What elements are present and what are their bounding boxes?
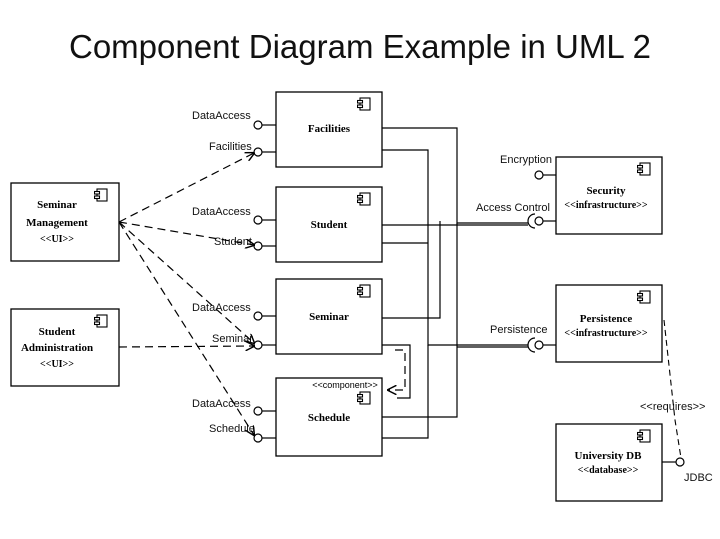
connector-facilities-security	[382, 127, 528, 224]
interface-access-control-ball	[534, 216, 544, 226]
interface-label: DataAccess	[192, 110, 251, 122]
component-stereotype: <<component>>	[312, 380, 378, 390]
component-name: Student	[311, 219, 348, 231]
component-name: Seminar	[309, 311, 349, 323]
connector-schedule-persistence	[382, 345, 429, 439]
component-student: Student	[275, 186, 383, 263]
interface-label: Encryption	[500, 154, 552, 166]
component-name-line1: Seminar	[37, 199, 77, 211]
component-university-db: University DB <<database>>	[555, 423, 663, 502]
interface-schedule-ball	[253, 433, 263, 443]
access-control-socket	[527, 213, 536, 229]
interface-label: Seminar	[212, 333, 253, 345]
interface-label: DataAccess	[192, 302, 251, 314]
component-name: Security	[586, 185, 626, 197]
component-student-administration: Student Administration <<UI>>	[10, 308, 120, 387]
connector-seminar-persistence	[382, 344, 411, 399]
dependency-management-seminar	[118, 221, 254, 343]
interface-persistence-ball	[534, 340, 544, 350]
component-name: Persistence	[580, 313, 633, 325]
dependency-schedule-seminar	[388, 349, 406, 390]
requires-label: <<requires>>	[640, 401, 705, 413]
component-schedule: <<component>> Schedule	[275, 377, 383, 457]
interface-label: Persistence	[490, 324, 547, 336]
component-stereotype: <<UI>>	[40, 234, 74, 245]
component-persistence: Persistence <<infrastructure>>	[555, 284, 663, 363]
interface-facilities-ball	[253, 147, 263, 157]
interface-dataaccess-ball	[253, 406, 263, 416]
component-seminar: Seminar	[275, 278, 383, 355]
component-name: Schedule	[308, 412, 350, 424]
page-title: Component Diagram Example in UML 2	[68, 28, 652, 65]
component-security: Security <<infrastructure>>	[555, 156, 663, 235]
interface-dataaccess-ball	[253, 215, 263, 225]
component-seminar-management: Seminar Management <<UI>>	[10, 182, 120, 262]
component-facilities: Facilities	[275, 91, 383, 168]
persistence-socket	[527, 337, 536, 353]
connector-facilities-persistence	[382, 149, 528, 346]
interface-dataaccess-ball	[253, 311, 263, 321]
interface-label: DataAccess	[192, 398, 251, 410]
dependency-management-schedule	[118, 221, 254, 435]
component-name-line2: Administration	[21, 342, 93, 354]
interface-label: JDBC	[684, 472, 713, 484]
component-stereotype: <<database>>	[578, 465, 639, 476]
connector-schedule-security	[382, 223, 458, 418]
interface-jdbc-ball	[675, 457, 685, 467]
component-stereotype: <<UI>>	[40, 359, 74, 370]
dependency-management-student	[118, 221, 254, 245]
interface-label: Schedule	[209, 423, 255, 435]
component-stereotype: <<infrastructure>>	[564, 200, 647, 211]
component-name: Facilities	[308, 123, 351, 135]
interface-label: Facilities	[209, 141, 252, 153]
interface-seminar-ball	[253, 340, 263, 350]
interface-student-ball	[253, 241, 263, 251]
dependency-persistence-jdbc	[663, 319, 682, 459]
component-name: University DB	[575, 450, 643, 462]
connector-seminar-security	[382, 221, 441, 319]
interface-label: DataAccess	[192, 206, 251, 218]
component-name-line1: Student	[39, 326, 76, 338]
interface-encryption-ball	[534, 170, 544, 180]
component-stereotype: <<infrastructure>>	[564, 328, 647, 339]
interface-label: Access Control	[476, 202, 550, 214]
dependency-administration-seminar	[118, 346, 254, 347]
interface-dataaccess-ball	[253, 120, 263, 130]
component-name-line2: Management	[26, 217, 88, 229]
interface-label: Student	[214, 236, 252, 248]
